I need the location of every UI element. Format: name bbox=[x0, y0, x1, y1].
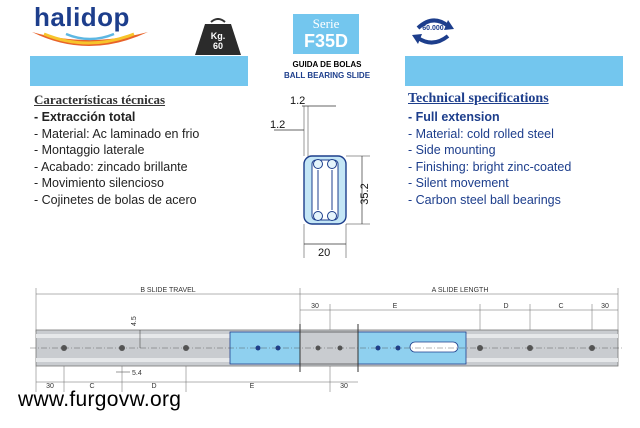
dim-width-label: 20 bbox=[318, 247, 330, 259]
weight-icon bbox=[195, 18, 241, 55]
cycles-icon bbox=[412, 18, 454, 45]
specs-en-heading: Technical specifications bbox=[408, 91, 549, 106]
bot-30-right: 30 bbox=[340, 383, 348, 390]
specs-en-list: - Full extension - Material: cold rolled… bbox=[408, 109, 571, 208]
cycles-value: 60.000 bbox=[422, 25, 444, 32]
dim-height-label: 35.2 bbox=[359, 183, 371, 204]
b-travel-label: B SLIDE TRAVEL bbox=[140, 287, 195, 294]
hole-label: 5.4 bbox=[132, 370, 142, 377]
left-header-bar bbox=[30, 56, 248, 86]
product-name-es: GUIDA DE BOLAS bbox=[292, 60, 362, 69]
brand-logo: halidop bbox=[34, 2, 130, 32]
spec-en-item: - Silent movement bbox=[408, 176, 509, 190]
profile-drawing: 1.2 1.2 35.2 20 bbox=[270, 95, 371, 259]
top-d: D bbox=[503, 303, 508, 310]
series-code: F35D bbox=[303, 31, 348, 51]
product-name-en: BALL BEARING SLIDE bbox=[283, 71, 371, 80]
weight-unit: Kg. bbox=[210, 31, 226, 41]
spec-en-item: - Material: cold rolled steel bbox=[408, 126, 554, 141]
a-length-label: A SLIDE LENGTH bbox=[432, 287, 489, 294]
top-30-right: 30 bbox=[601, 303, 609, 310]
specs-es-list: - Extracción total - Material: Ac lamina… bbox=[34, 109, 199, 208]
top-30-left: 30 bbox=[311, 303, 319, 310]
specs-es-heading: Características técnicas bbox=[34, 92, 166, 107]
spec-es-item: - Montaggio laterale bbox=[34, 143, 145, 157]
series-box: Serie F35D bbox=[293, 14, 359, 54]
top-e: E bbox=[393, 303, 398, 310]
series-label: Serie bbox=[312, 16, 340, 31]
watermark: www.furgovw.org bbox=[18, 388, 182, 411]
spec-es-item: - Acabado: zincado brillante bbox=[34, 159, 188, 174]
bot-d: D bbox=[151, 383, 156, 390]
spec-es-item: - Cojinetes de bolas de acero bbox=[34, 192, 197, 207]
logo-swoosh-icon bbox=[32, 32, 148, 46]
spec-es-item: - Extracción total bbox=[34, 110, 136, 124]
spec-en-item: - Finishing: bright zinc-coated bbox=[408, 159, 572, 174]
right-header-bar bbox=[405, 56, 623, 86]
bot-30-left: 30 bbox=[46, 383, 54, 390]
spec-en-item: - Full extension bbox=[408, 110, 500, 124]
bot-e: E bbox=[250, 383, 255, 390]
v-45-label: 4.5 bbox=[131, 316, 138, 326]
spec-es-item: - Movimiento silencioso bbox=[34, 176, 164, 190]
dim-top-label: 1.2 bbox=[290, 95, 305, 107]
dim-side-label: 1.2 bbox=[270, 119, 285, 131]
spec-en-item: - Carbon steel ball bearings bbox=[408, 192, 561, 207]
slide-drawing: B SLIDE TRAVEL A SLIDE LENGTH 30 E D C 3… bbox=[30, 287, 624, 392]
bot-c: C bbox=[89, 383, 94, 390]
top-c: C bbox=[558, 303, 563, 310]
weight-value: 60 bbox=[212, 41, 223, 51]
spec-es-item: - Material: Ac laminado en frio bbox=[34, 126, 200, 141]
spec-en-item: - Side mounting bbox=[408, 143, 496, 157]
